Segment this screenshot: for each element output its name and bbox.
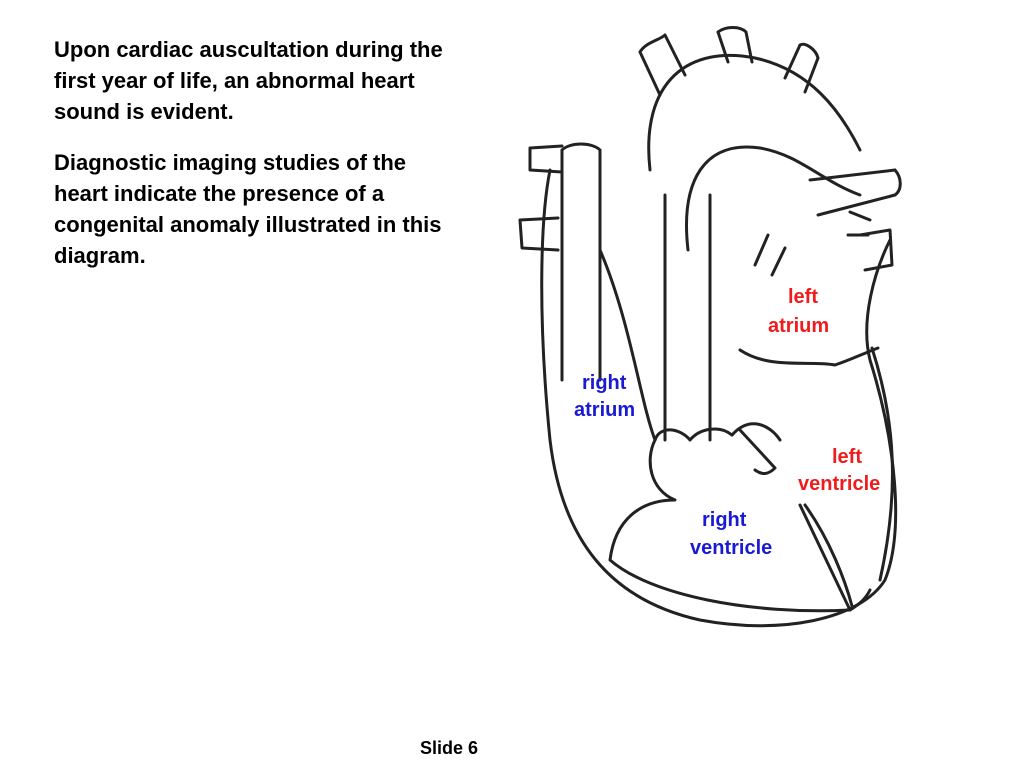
left-ventricle-wall [870,346,894,582]
pulmonary-vein-mid [753,233,787,277]
aortic-branch-2 [716,26,754,64]
label-left-atrium-line1: left [788,286,818,308]
label-right-atrium-line2: atrium [574,399,635,421]
slide-number: Slide 6 [420,738,479,758]
label-left-atrium-line2: atrium [768,315,829,337]
aortic-branch-1 [638,33,687,97]
septum-inner [803,503,854,608]
label-left-ventricle-line1: left [832,446,862,468]
septum-outer [798,503,872,612]
valve-flap [738,428,777,475]
left-atrium-floor [738,346,880,367]
right-ventricle-wall [608,438,852,613]
pulmonary-vein-upper [846,210,872,237]
aortic-arch-inner [685,145,862,252]
aortic-branch-3 [783,42,820,94]
superior-vena-cava [560,142,602,382]
valve-curve-left [653,427,734,442]
aortic-arch [647,53,862,172]
label-right-ventricle-line2: ventricle [690,537,772,559]
heart-diagram: left atrium right atrium left ventricle … [518,26,902,628]
right-vessel-upper [528,144,564,174]
label-left-ventricle-line2: ventricle [798,473,880,495]
right-vessel-lower [518,216,560,252]
slide-body-text: Upon cardiac auscultation during the fir… [54,34,444,291]
right-atrium-bulge [598,248,657,442]
paragraph-auscultation: Upon cardiac auscultation during the fir… [54,37,443,124]
pulmonary-artery-right [808,168,902,217]
pulmonary-vein-lower [858,228,894,272]
valve-curve-right [730,422,782,442]
label-right-atrium-line1: right [582,372,627,394]
heart-outline [540,168,898,628]
paragraph-imaging: Diagnostic imaging studies of the heart … [54,150,442,268]
label-right-ventricle-line1: right [702,509,747,531]
chamber-labels: left atrium right atrium left ventricle … [574,286,880,559]
